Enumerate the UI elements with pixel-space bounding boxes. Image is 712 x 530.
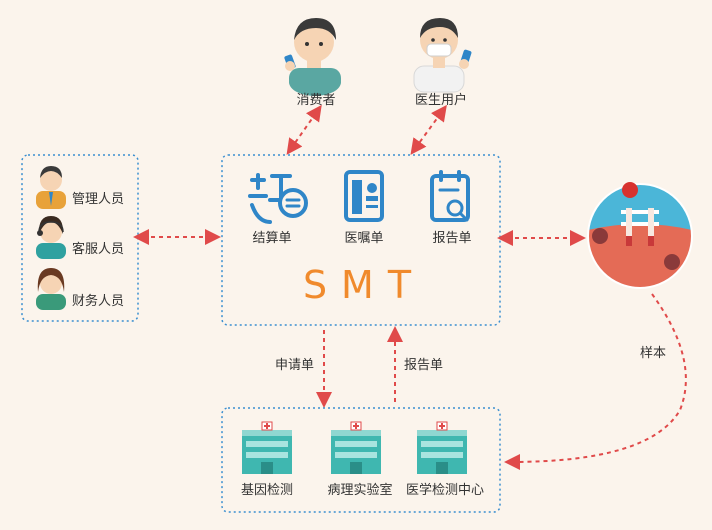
pathology-lab-label: 病理实验室 xyxy=(327,482,392,498)
consumer-avatar-icon xyxy=(284,18,341,96)
gene-lab-label: 基因检测 xyxy=(241,483,293,498)
sample-to-lab-arrow xyxy=(504,293,687,470)
smt-brand-title: SMT xyxy=(303,263,425,307)
finance-label: 财务人员 xyxy=(72,293,124,309)
medical-center-label: 医学检测中心 xyxy=(406,482,484,498)
medical-order-doc-icon xyxy=(344,170,384,222)
report-doc-icon xyxy=(430,170,470,222)
settlement-label: 结算单 xyxy=(252,231,291,246)
report-label: 报告单 xyxy=(432,231,471,246)
doctor-label: 医生用户 xyxy=(415,92,467,108)
medical-center-building-icon xyxy=(417,421,467,474)
doctor-link-arrow xyxy=(410,104,447,155)
report-flow-label: 报告单 xyxy=(404,358,443,373)
doctor-avatar-icon xyxy=(413,18,472,93)
finance-avatar-icon xyxy=(36,268,66,310)
gene-lab-building-icon xyxy=(242,421,292,474)
application-flow-label: 申请单 xyxy=(275,358,314,373)
order-label: 医嘱单 xyxy=(344,231,383,246)
service-label: 客服人员 xyxy=(72,241,124,257)
smt-center-box xyxy=(221,154,501,326)
settlement-doc-icon xyxy=(248,173,308,224)
consumer-link-arrow xyxy=(286,104,322,155)
manager-label: 管理人员 xyxy=(72,192,124,207)
consumer-label: 消费者 xyxy=(296,93,335,108)
customer-service-avatar-icon xyxy=(36,216,66,259)
pathology-lab-building-icon xyxy=(331,421,381,474)
sample-tubes-icon xyxy=(587,182,693,289)
sample-flow-label: 样本 xyxy=(640,346,666,361)
labs-box xyxy=(221,407,501,513)
manager-avatar-icon xyxy=(36,166,66,209)
